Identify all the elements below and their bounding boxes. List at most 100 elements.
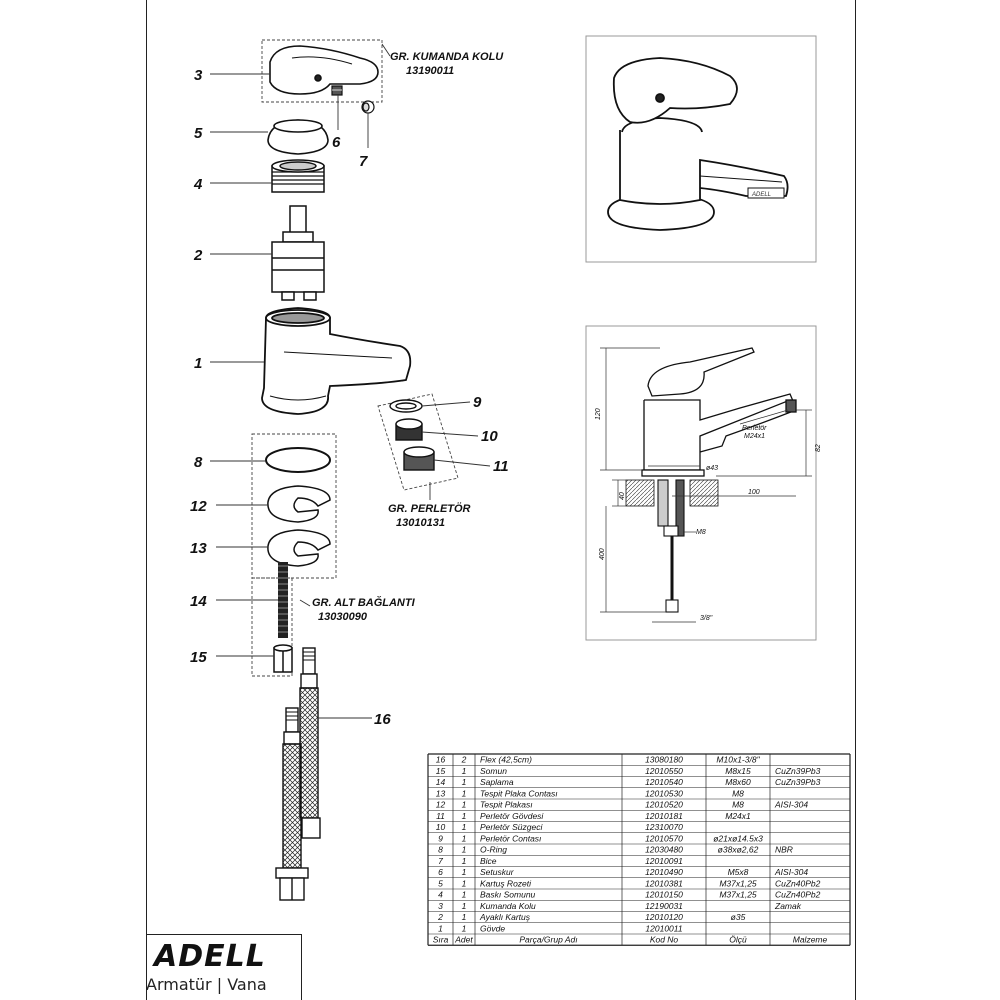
table-cell: 12010011 <box>645 923 682 933</box>
callout-7: 7 <box>359 153 368 170</box>
part-2-cartridge <box>271 205 325 301</box>
group-perletor-name: GR. PERLETÖR <box>388 502 471 515</box>
table-cell: NBR <box>775 845 793 855</box>
table-cell: 12190031 <box>645 901 683 911</box>
table-cell: ø38xø2,62 <box>718 845 759 855</box>
dim-perlator-size: M24x1 <box>744 433 765 440</box>
table-cell: 2 <box>437 912 443 922</box>
table-cell: 4 <box>438 890 443 900</box>
table-cell: 2 <box>461 755 467 765</box>
table-cell: M8 <box>732 788 744 798</box>
counter-left-hatch <box>625 479 655 507</box>
table-cell: 7 <box>438 856 443 866</box>
table-header: Kod No <box>650 935 679 945</box>
group-alt-code: 13030090 <box>318 611 368 623</box>
table-cell: 1 <box>462 811 467 821</box>
part-10-perlator-filter <box>395 418 423 441</box>
dim-100: 100 <box>748 489 760 496</box>
table-cell: M37x1,25 <box>719 890 757 900</box>
callout-3: 3 <box>194 67 203 84</box>
table-cell: CuZn39Pb3 <box>775 777 821 787</box>
table-cell: 12030480 <box>645 845 683 855</box>
table-cell: 1 <box>462 878 467 888</box>
table-cell: 5 <box>438 878 443 888</box>
table-cell: 10 <box>436 822 446 832</box>
table-cell: Perletör Süzgeci <box>480 822 543 832</box>
part-6-setscrew <box>331 85 343 96</box>
table-cell: 1 <box>438 923 443 933</box>
table-cell: M8x60 <box>725 777 751 787</box>
table-cell: 1 <box>462 901 467 911</box>
table-cell: Bice <box>480 856 497 866</box>
part-5-rosette <box>267 119 329 155</box>
table-cell: Setuskur <box>480 867 515 877</box>
group-box-alt <box>251 433 337 579</box>
table-cell: Somun <box>480 766 507 776</box>
table-cell: ø21xø14.5x3 <box>713 833 763 843</box>
callout-14: 14 <box>190 593 207 610</box>
table-cell: 1 <box>462 845 467 855</box>
table-cell: Zamak <box>774 901 802 911</box>
part-8-oring <box>265 447 331 473</box>
callout-6: 6 <box>332 134 341 151</box>
dimension-connections <box>657 479 685 613</box>
table-cell: 1 <box>462 856 467 866</box>
table-cell: M8 <box>732 800 744 810</box>
group-box-alt-lower <box>251 577 293 677</box>
group-alt-name: GR. ALT BAĞLANTI <box>312 596 416 609</box>
part-16-flex-hoses <box>275 647 321 901</box>
group-perletor-code: 13010131 <box>396 517 445 529</box>
part-14-stud <box>278 562 288 638</box>
table-cell: M37x1,25 <box>719 878 757 888</box>
table-cell: O-Ring <box>480 845 507 855</box>
callout-1: 1 <box>194 355 202 372</box>
table-cell: 1 <box>462 833 467 843</box>
table-cell: 1 <box>462 777 467 787</box>
table-cell: 12010490 <box>645 867 683 877</box>
part-3-handle <box>269 45 379 95</box>
table-cell: Tespit Plaka Contası <box>480 788 558 798</box>
dim-d43: ø43 <box>706 465 718 472</box>
part-1-body <box>261 307 412 415</box>
table-cell: AISI-304 <box>774 800 808 810</box>
table-cell: 12010520 <box>645 800 683 810</box>
table-cell: 13080180 <box>645 755 683 765</box>
spout-brand: ADELL <box>751 192 771 198</box>
table-cell: M24x1 <box>725 811 751 821</box>
table-cell: Perletör Contası <box>480 833 541 843</box>
table-cell: 12010381 <box>645 878 683 888</box>
table-header: Malzeme <box>793 935 828 945</box>
callout-12: 12 <box>190 498 207 515</box>
callout-15: 15 <box>190 649 207 666</box>
dim-82: 82 <box>815 444 822 452</box>
dimension-faucet <box>641 347 797 477</box>
perspective-faucet: ADELL <box>607 57 789 231</box>
table-cell: Baskı Somunu <box>480 890 536 900</box>
table-cell: 1 <box>462 822 467 832</box>
table-cell: Kumanda Kolu <box>480 901 536 911</box>
table-cell: 8 <box>438 845 443 855</box>
callout-4: 4 <box>193 176 203 193</box>
table-cell: 12310070 <box>645 822 683 832</box>
table-cell: Perletör Gövdesi <box>480 811 544 821</box>
table-cell: Flex (42,5cm) <box>480 755 532 765</box>
counter-right-hatch <box>689 479 719 507</box>
table-cell: 1 <box>462 912 467 922</box>
part-4-nut <box>271 159 325 193</box>
group-box-perletor <box>377 393 459 491</box>
callout-2: 2 <box>193 247 203 264</box>
callout-5: 5 <box>194 125 203 142</box>
table-cell: 12 <box>436 800 446 810</box>
table-cell: 3 <box>438 901 443 911</box>
table-header: Ölçü <box>729 935 747 945</box>
dim-perlator-label: Perletör <box>742 425 767 432</box>
callout-8: 8 <box>194 454 203 471</box>
table-cell: 6 <box>438 867 443 877</box>
table-cell: M5x8 <box>728 867 749 877</box>
dim-3-8: 3/8" <box>700 615 713 622</box>
table-cell: Ayaklı Kartuş <box>479 912 531 922</box>
dim-120: 120 <box>595 408 602 420</box>
table-cell: 1 <box>462 800 467 810</box>
table-cell: 16 <box>436 755 446 765</box>
